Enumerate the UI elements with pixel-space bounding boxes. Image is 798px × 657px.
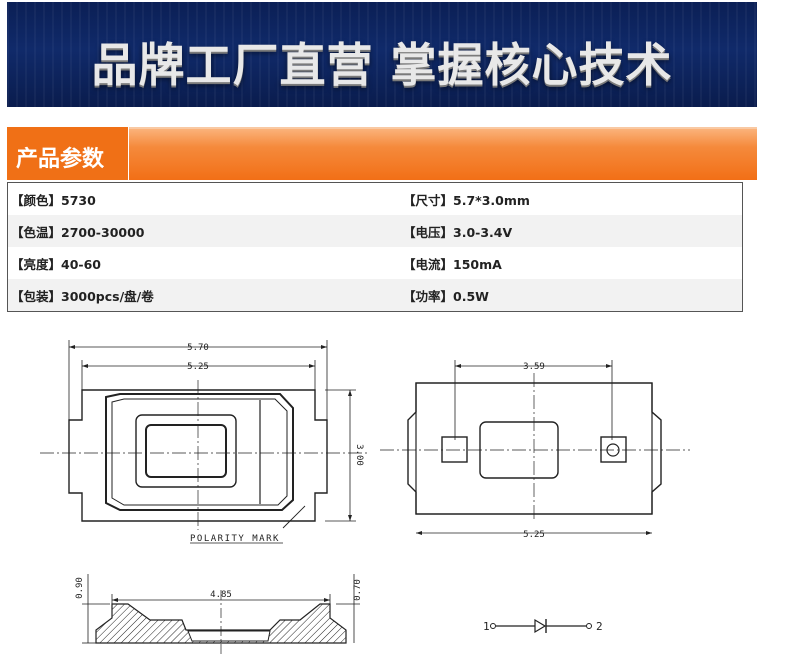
dim-label-359: 3.59: [523, 362, 545, 372]
dim-label-485: 4.85: [210, 590, 232, 600]
param-label: 【亮度】: [11, 256, 62, 272]
param-label: 【电压】: [403, 224, 454, 240]
param-label: 【包装】: [11, 288, 62, 304]
pin-1-label: 1: [483, 620, 490, 633]
param-cell: 【亮度】40-60: [8, 254, 403, 273]
param-cell: 【电压】3.0-3.4V: [403, 222, 742, 241]
dim-label-070: 0.70: [353, 579, 363, 601]
param-value: 0.5W: [453, 288, 489, 304]
param-label: 【色温】: [11, 224, 62, 240]
polarity-label: POLARITY MARK: [190, 534, 280, 544]
banner-title: 品牌工厂直营 掌握核心技术: [91, 38, 673, 92]
param-value: 3000pcs/盘/卷: [61, 288, 154, 304]
params-table: 【颜色】5730 【尺寸】5.7*3.0mm 【色温】2700-30000 【电…: [7, 182, 743, 312]
param-row: 【包装】3000pcs/盘/卷 【功率】0.5W: [8, 279, 742, 311]
section-title: 产品参数: [16, 147, 105, 172]
bottom-view: [380, 360, 690, 535]
dim-label-090: 0.90: [75, 577, 85, 599]
param-row: 【颜色】5730 【尺寸】5.7*3.0mm: [8, 183, 742, 215]
param-cell: 【色温】2700-30000: [8, 222, 403, 241]
param-cell: 【包装】3000pcs/盘/卷: [8, 286, 403, 305]
param-label: 【颜色】: [11, 192, 62, 208]
param-label: 【电流】: [403, 256, 454, 272]
param-value: 3.0-3.4V: [453, 224, 513, 240]
technical-drawing: 5.70 5.25 3.00 POLARITY MARK 3.59 5.25 0…: [40, 340, 690, 655]
param-value: 5.7*3.0mm: [453, 192, 530, 208]
param-row: 【色温】2700-30000 【电压】3.0-3.4V: [8, 215, 742, 247]
param-label: 【功率】: [403, 288, 454, 304]
param-row: 【亮度】40-60 【电流】150mA: [8, 247, 742, 279]
dim-label-300: 3.00: [354, 444, 364, 466]
dim-label-570: 5.70: [187, 343, 209, 353]
pin-2-label: 2: [596, 620, 603, 633]
section-header-tab: [7, 127, 129, 180]
section-header-bar: [7, 127, 757, 180]
param-cell: 【尺寸】5.7*3.0mm: [403, 190, 742, 209]
banner: 品牌工厂直营 掌握核心技术: [7, 2, 757, 107]
param-cell: 【颜色】5730: [8, 190, 403, 209]
param-value: 150mA: [453, 256, 502, 272]
param-value: 5730: [61, 192, 96, 208]
dim-label-525-top: 5.25: [187, 362, 209, 372]
param-cell: 【电流】150mA: [403, 254, 742, 273]
top-view: [40, 340, 370, 530]
param-label: 【尺寸】: [403, 192, 454, 208]
side-view: [82, 574, 360, 655]
param-cell: 【功率】0.5W: [403, 286, 742, 305]
diode-symbol: [490, 618, 592, 634]
param-value: 2700-30000: [61, 224, 145, 240]
dim-label-525-bottom: 5.25: [523, 530, 545, 540]
param-value: 40-60: [61, 256, 101, 272]
